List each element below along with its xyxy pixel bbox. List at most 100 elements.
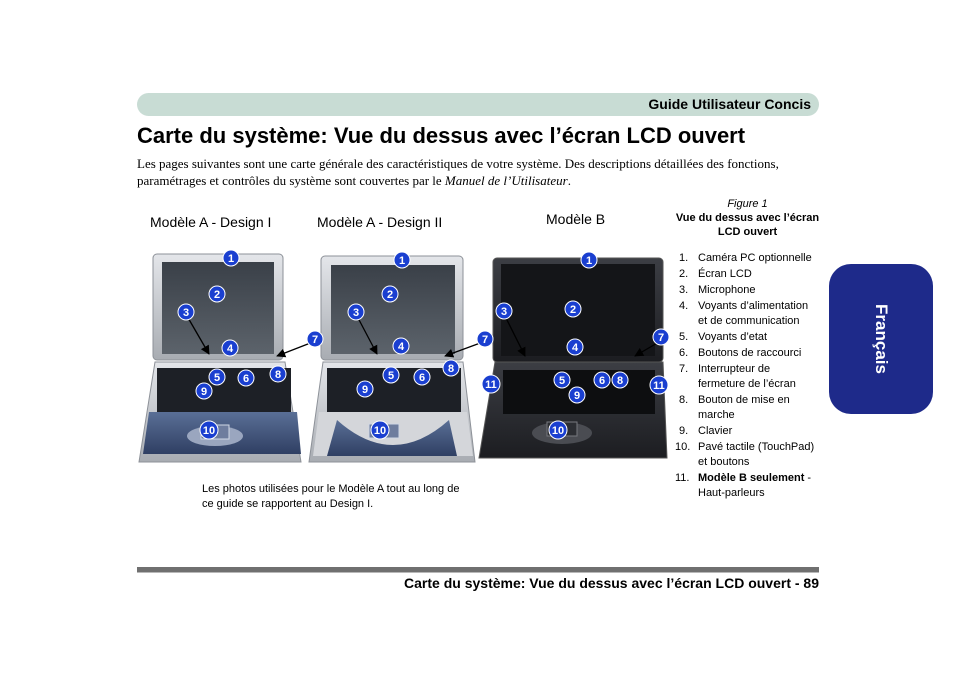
language-tab-label: Français — [872, 304, 891, 374]
svg-text:11: 11 — [485, 379, 497, 391]
callout-2: 2 — [564, 300, 582, 318]
svg-text:9: 9 — [201, 386, 207, 398]
svg-text:6: 6 — [599, 375, 605, 387]
callout-9: 9 — [356, 380, 374, 398]
intro-end: . — [567, 173, 571, 188]
footer-divider-light — [137, 572, 819, 573]
callout-6: 6 — [413, 368, 431, 386]
legend-list: 1.Caméra PC optionnelle 2.Écran LCD 3.Mi… — [675, 251, 820, 501]
list-item: 2.Écran LCD — [679, 268, 752, 280]
figure-legend: Figure 1 Vue du dessus avec l’écran LCD … — [675, 198, 820, 502]
model-a-design-2-label: Modèle A - Design II — [317, 214, 443, 230]
svg-text:2: 2 — [570, 304, 576, 316]
svg-text:8: 8 — [448, 363, 454, 375]
callout-11: 11 — [481, 374, 501, 394]
photo-caption: Les photos utilisées pour le Modèle A to… — [202, 483, 460, 510]
laptop-model-b — [478, 257, 668, 459]
list-item: 9.Clavier — [679, 425, 733, 437]
callout-10: 10 — [199, 420, 219, 440]
svg-text:4: 4 — [398, 341, 405, 353]
svg-text:6: 6 — [419, 372, 425, 384]
svg-text:2: 2 — [387, 289, 393, 301]
callout-7: 7 — [652, 328, 670, 346]
manual-reference: Manuel de l’Utilisateur — [444, 173, 568, 188]
callout-9: 9 — [568, 386, 586, 404]
callout-7: 7 — [306, 330, 324, 348]
callout-8: 8 — [611, 371, 629, 389]
callout-1: 1 — [393, 251, 411, 269]
page-title: Carte du système: Vue du dessus avec l’é… — [137, 123, 746, 148]
header-title: Guide Utilisateur Concis — [648, 96, 811, 112]
header-bar: Guide Utilisateur Concis — [137, 93, 819, 116]
callout-3: 3 — [177, 303, 195, 321]
laptop-photos: 1 2 3 4 7 5 6 8 9 10 1 2 3 4 7 8 5 6 9 1… — [137, 250, 670, 465]
svg-text:8: 8 — [275, 369, 281, 381]
svg-text:7: 7 — [658, 332, 664, 344]
svg-text:1: 1 — [399, 255, 405, 267]
list-item: 7.Interrupteur de fermeture de l’écran — [679, 363, 796, 390]
laptop-illustrations: 1 2 3 4 7 5 6 8 9 10 1 2 3 4 7 8 5 6 9 1… — [138, 250, 670, 463]
callout-9: 9 — [195, 382, 213, 400]
intro-text: Les pages suivantes sont une carte génér… — [137, 156, 779, 188]
callout-4: 4 — [221, 339, 239, 357]
callout-10: 10 — [548, 420, 568, 440]
callout-3: 3 — [495, 302, 513, 320]
svg-text:10: 10 — [374, 425, 386, 437]
laptop-model-a-design-2 — [308, 255, 476, 463]
svg-text:10: 10 — [203, 425, 215, 437]
callout-1: 1 — [222, 250, 240, 267]
figure-number: Figure 1 — [727, 198, 768, 210]
callout-8: 8 — [269, 365, 287, 383]
svg-text:2: 2 — [214, 289, 220, 301]
svg-text:9: 9 — [574, 390, 580, 402]
callout-2: 2 — [381, 285, 399, 303]
svg-text:7: 7 — [482, 334, 488, 346]
callout-6: 6 — [593, 371, 611, 389]
model-b-label: Modèle B — [546, 211, 606, 227]
svg-text:3: 3 — [501, 306, 507, 318]
svg-text:8: 8 — [617, 375, 623, 387]
svg-text:3: 3 — [183, 307, 189, 319]
callout-4: 4 — [392, 337, 410, 355]
svg-text:10: 10 — [552, 425, 564, 437]
svg-text:3: 3 — [353, 307, 359, 319]
svg-text:11: 11 — [653, 380, 665, 392]
intro-paragraph: Les pages suivantes sont une carte génér… — [137, 155, 819, 189]
callout-5: 5 — [553, 371, 571, 389]
list-item: 11.Modèle B seulement - Haut-parleurs — [675, 472, 812, 499]
callout-11: 11 — [649, 375, 669, 395]
callout-1: 1 — [580, 251, 598, 269]
footer-divider — [137, 567, 819, 572]
svg-text:5: 5 — [214, 372, 220, 384]
model-a-design-1-label: Modèle A - Design I — [150, 214, 272, 230]
list-item: 8.Bouton de mise en marche — [679, 394, 790, 421]
footer-title: Carte du système: Vue du dessus avec l’é… — [404, 575, 819, 591]
callout-4: 4 — [566, 338, 584, 356]
callout-5: 5 — [208, 368, 226, 386]
callout-8: 8 — [442, 359, 460, 377]
list-item: 10.Pavé tactile (TouchPad) et boutons — [675, 441, 815, 468]
svg-text:1: 1 — [586, 255, 592, 267]
list-item: 1.Caméra PC optionnelle — [679, 252, 812, 264]
callout-3: 3 — [347, 303, 365, 321]
callout-5: 5 — [382, 366, 400, 384]
svg-text:6: 6 — [243, 373, 249, 385]
svg-text:4: 4 — [227, 343, 234, 355]
callout-7: 7 — [476, 330, 494, 348]
laptop-model-a-design-1 — [138, 253, 302, 463]
list-item: 6.Boutons de raccourci — [679, 347, 802, 359]
svg-text:7: 7 — [312, 334, 318, 346]
svg-text:1: 1 — [228, 253, 234, 265]
svg-text:5: 5 — [559, 375, 565, 387]
list-item: 4.Voyants d’alimentation et de communica… — [679, 300, 809, 327]
svg-text:9: 9 — [362, 384, 368, 396]
list-item: 5.Voyants d’etat — [679, 331, 768, 343]
callout-6: 6 — [237, 369, 255, 387]
svg-text:4: 4 — [572, 342, 579, 354]
list-item: 3.Microphone — [679, 284, 756, 296]
figure-title: Vue du dessus avec l’écran LCD ouvert — [675, 212, 820, 238]
callout-10: 10 — [370, 420, 390, 440]
language-tab[interactable]: Français — [829, 264, 933, 414]
callout-2: 2 — [208, 285, 226, 303]
svg-text:5: 5 — [388, 370, 394, 382]
